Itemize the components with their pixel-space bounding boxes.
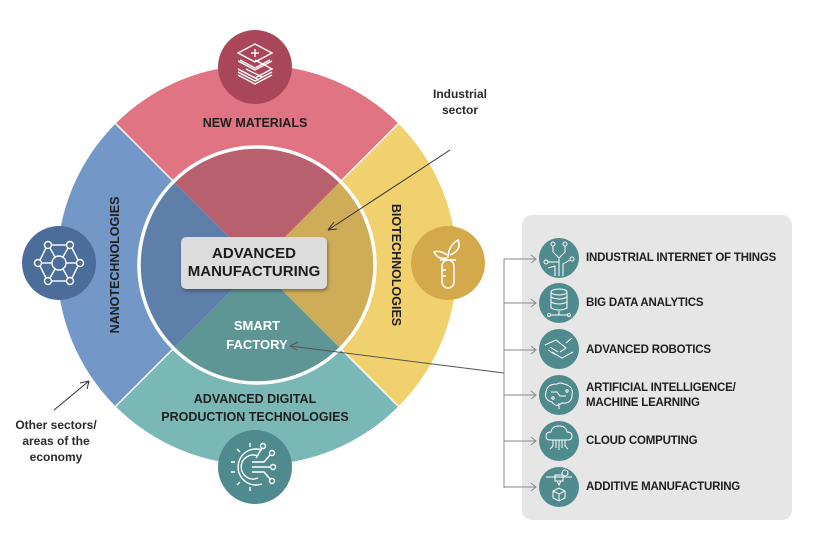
smart-factory-line1: SMART [233, 318, 281, 333]
label-biotechnologies: BIOTECHNOLOGIES [389, 204, 403, 326]
smart-factory-connector [289, 345, 505, 374]
layers-materials-icon [236, 43, 274, 85]
arrowhead [327, 221, 338, 231]
tech-label: ADVANCED ROBOTICS [586, 344, 711, 356]
badge-new-materials[interactable] [218, 30, 292, 104]
other-sectors-note: Other sectors/ areas of the economy [6, 417, 106, 465]
badge-biotechnologies[interactable] [411, 226, 485, 300]
other-sectors-line3: economy [29, 450, 83, 464]
center-title-line1: ADVANCED [212, 245, 296, 262]
industrial-sector-note: Industrial sector [420, 86, 500, 118]
tech-item-ai[interactable]: ARTIFICIAL INTELLIGENCE/ MACHINE LEARNIN… [586, 381, 736, 411]
label-advanced-digital-line1: ADVANCED DIGITAL [194, 392, 317, 406]
tech-label-line2: MACHINE LEARNING [586, 397, 700, 409]
industrial-sector-arrow [327, 149, 451, 231]
smart-factory-label: SMART FACTORY [222, 316, 292, 354]
tech-item-robotics[interactable]: ADVANCED ROBOTICS [586, 343, 711, 358]
arrowhead [79, 380, 90, 390]
tech-item-iot[interactable]: INDUSTRIAL INTERNET OF THINGS [586, 251, 776, 266]
inner-ring [137, 145, 377, 385]
other-sectors-line1: Other sectors/ [15, 418, 97, 432]
inner-segment-smart-factory[interactable] [173, 265, 341, 383]
label-advanced-digital-line2: PRODUCTION TECHNOLOGIES [161, 410, 349, 424]
center-title-line2: MANUFACTURING [187, 263, 321, 280]
advanced-manufacturing-box[interactable]: ADVANCED MANUFACTURING [181, 237, 327, 289]
badge-advanced-digital[interactable] [218, 430, 292, 504]
tech-item-additive[interactable]: ADDITIVE MANUFACTURING [586, 480, 740, 495]
tech-label: INDUSTRIAL INTERNET OF THINGS [586, 252, 777, 264]
inner-segment-new-materials [173, 147, 341, 265]
tech-label: BIG DATA ANALYTICS [586, 297, 704, 309]
gear-circuit-icon [231, 442, 277, 491]
smart-factory-line2: FACTORY [226, 337, 288, 352]
plant-test-tube-icon [432, 238, 460, 289]
tech-label: CLOUD COMPUTING [586, 435, 698, 447]
label-new-materials: NEW MATERIALS [203, 116, 308, 130]
arrowhead [289, 341, 299, 351]
tech-item-big-data[interactable]: BIG DATA ANALYTICS [586, 296, 704, 311]
tech-label: ARTIFICIAL INTELLIGENCE/ [586, 382, 736, 394]
other-sectors-line2: areas of the [22, 434, 90, 448]
other-sectors-arrow [53, 380, 90, 411]
industrial-sector-line2: sector [441, 103, 479, 117]
molecule-network-icon [33, 240, 85, 286]
industrial-sector-line1: Industrial [432, 87, 487, 101]
tech-label: ADDITIVE MANUFACTURING [586, 481, 741, 493]
label-nanotechnologies: NANOTECHNOLOGIES [108, 197, 122, 334]
badge-nanotechnologies[interactable] [22, 226, 96, 300]
tech-item-cloud[interactable]: CLOUD COMPUTING [586, 434, 698, 449]
